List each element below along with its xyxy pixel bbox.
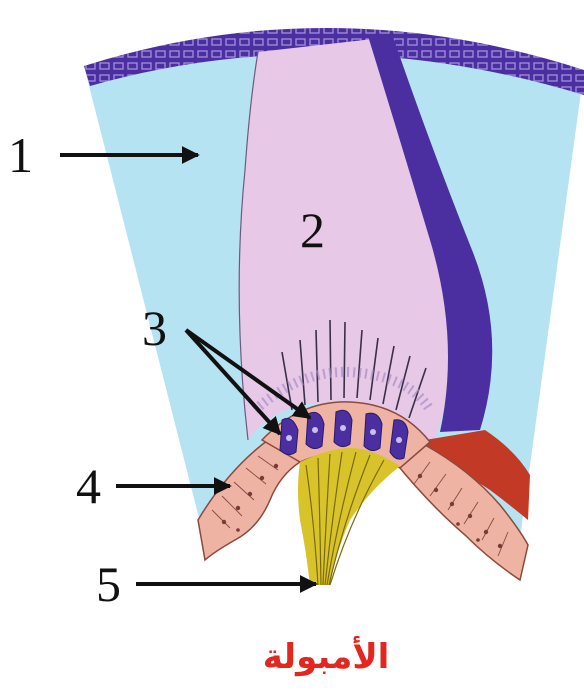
label-4: 4 xyxy=(76,458,101,514)
label-3: 3 xyxy=(142,300,167,356)
caption: الأمبولة xyxy=(263,635,390,677)
label-5: 5 xyxy=(96,556,121,612)
label-2: 2 xyxy=(300,202,325,258)
label-1: 1 xyxy=(8,127,33,183)
nerve-bundle xyxy=(298,448,400,585)
